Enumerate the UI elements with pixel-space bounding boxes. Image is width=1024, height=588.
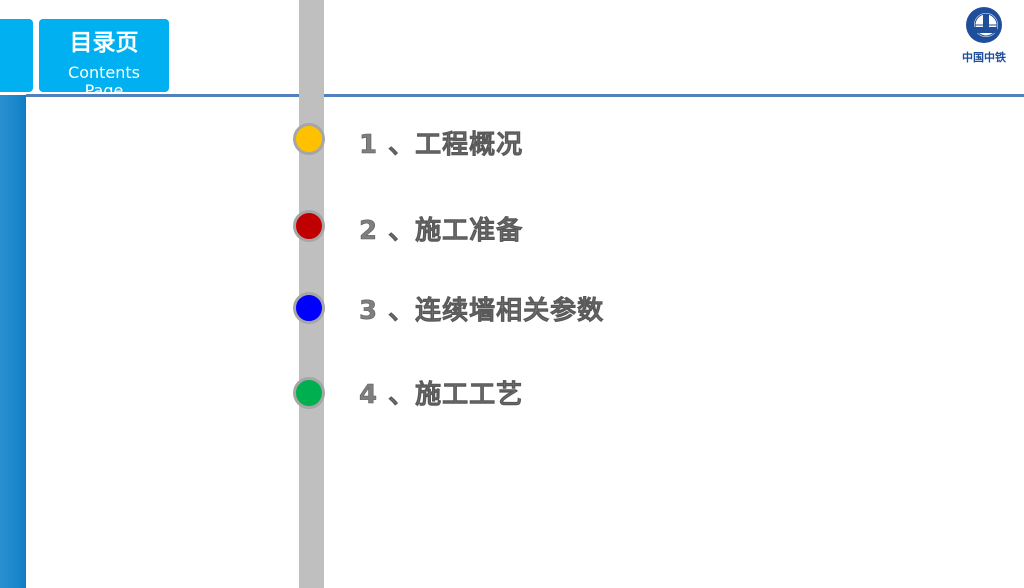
crec-logo: 中国中铁 bbox=[958, 6, 1010, 65]
header-divider bbox=[26, 94, 1024, 97]
side-decoration-strip bbox=[0, 95, 26, 588]
item-4-dot bbox=[293, 377, 325, 409]
agenda-item-4[interactable]: 4 、施工工艺 bbox=[359, 380, 524, 411]
item-2-dot bbox=[293, 210, 325, 242]
crec-logo-icon bbox=[966, 7, 1002, 43]
agenda-item-3[interactable]: 3 、连续墙相关参数 bbox=[359, 296, 605, 327]
agenda-item-2[interactable]: 2 、施工准备 bbox=[359, 216, 524, 247]
header-tab: 目录页 Contents Page bbox=[39, 19, 169, 100]
logo-text: 中国中铁 bbox=[962, 51, 1006, 64]
item-1-dot bbox=[293, 123, 325, 155]
agenda-item-1[interactable]: 1 、工程概况 bbox=[359, 130, 524, 161]
header-tab-accent bbox=[0, 19, 33, 92]
item-3-dot bbox=[293, 292, 325, 324]
page-title: 目录页 bbox=[69, 30, 139, 56]
